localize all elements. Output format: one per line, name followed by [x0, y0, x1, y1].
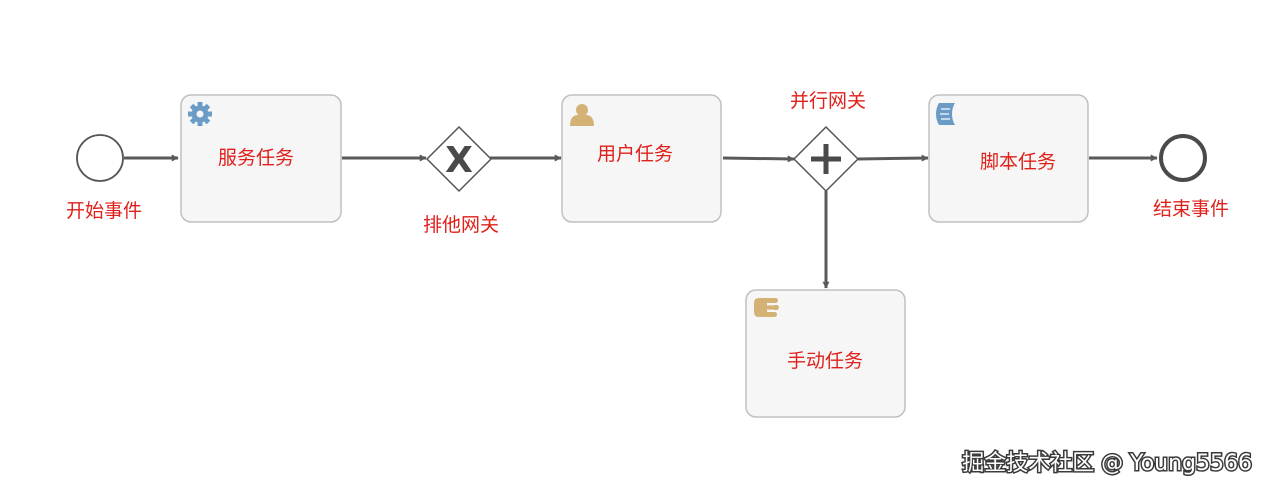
script-task[interactable]: 脚本任务	[928, 94, 1089, 223]
script-icon	[936, 103, 955, 125]
start-event[interactable]	[76, 134, 124, 182]
watermark: 掘金技术社区 @ Young5566	[962, 451, 1252, 476]
parallel-gateway[interactable]	[792, 125, 860, 193]
flow-parallel-to-script[interactable]	[857, 154, 929, 162]
exclusive-gateway-symbol: X	[445, 140, 473, 181]
manual-task-label: 手动任务	[787, 350, 863, 372]
service-task-label: 服务任务	[218, 147, 294, 169]
service-task[interactable]: 服务任务	[180, 94, 342, 223]
parallel-gateway-label: 并行网关	[790, 90, 866, 112]
end-event-label: 结束事件	[1153, 198, 1229, 220]
user-task[interactable]: 用户任务	[561, 94, 722, 223]
gear-icon	[188, 102, 212, 126]
user-icon	[570, 104, 594, 126]
hand-icon	[754, 298, 779, 317]
script-task-label: 脚本任务	[980, 151, 1056, 173]
end-event[interactable]	[1159, 134, 1207, 182]
exclusive-gateway-label: 排他网关	[423, 214, 499, 236]
manual-task[interactable]: 手动任务	[745, 289, 906, 418]
flow-user-to-parallel[interactable]	[722, 155, 795, 163]
user-task-label: 用户任务	[597, 143, 673, 165]
start-event-label: 开始事件	[66, 200, 142, 222]
exclusive-gateway[interactable]: X	[425, 125, 493, 193]
